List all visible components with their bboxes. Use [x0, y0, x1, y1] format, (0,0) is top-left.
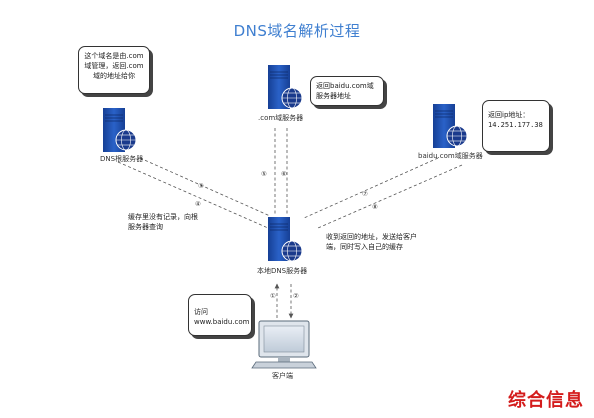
step-6: ⑥ — [281, 170, 287, 178]
baidu-server-icon — [433, 104, 468, 148]
com-server-icon — [268, 65, 303, 109]
dns-root-server-icon — [103, 108, 137, 152]
line-baidu-reply — [317, 164, 463, 229]
step-2: ② — [293, 292, 299, 300]
root-callout-text: 这个域名是由.com域管理，返回.com域的地址给你 — [84, 52, 144, 80]
com-callout-text: 返回baidu.com域服务器地址 — [316, 82, 374, 100]
step-4: ④ — [195, 200, 201, 208]
client-computer-icon — [251, 320, 317, 369]
brand-watermark: 综合信息 — [508, 390, 584, 411]
com-callout: 返回baidu.com域服务器地址 — [310, 76, 384, 106]
baidu-callout-text: 返回ip地址： — [488, 111, 530, 119]
baidu-callout: 返回ip地址： 14.251.177.38 — [482, 100, 550, 152]
local-dns-server-icon — [268, 217, 303, 262]
com-server-label: .com域服务器 — [258, 114, 304, 122]
step-1: ① — [270, 292, 276, 300]
client-callout-text: 访问www.baidu.com — [194, 308, 250, 326]
local-right-note: 收到返回的地址，发送给客户端，同时写入自己的缓存 — [326, 233, 417, 251]
line-root-reply — [139, 157, 271, 217]
dns-root-label: DNS根服务器 — [100, 155, 144, 163]
diagram-title: DNS域名解析过程 — [233, 22, 361, 40]
root-callout: 这个域名是由.com域管理，返回.com域的地址给你 — [78, 46, 150, 94]
local-dns-label: 本地DNS服务器 — [257, 267, 308, 275]
step-5: ⑤ — [261, 170, 267, 178]
client-label: 客户端 — [272, 372, 293, 380]
local-left-note: 缓存里没有记录，向根服务器查询 — [128, 213, 198, 231]
baidu-ip: 14.251.177.38 — [488, 121, 543, 129]
step-8: ⑧ — [372, 203, 378, 211]
line-baidu-query — [303, 157, 439, 219]
step-3: ③ — [198, 182, 204, 190]
step-7: ⑦ — [362, 190, 368, 198]
baidu-server-label: baidu.com域服务器 — [418, 152, 483, 160]
client-callout: 访问www.baidu.com — [188, 294, 252, 336]
